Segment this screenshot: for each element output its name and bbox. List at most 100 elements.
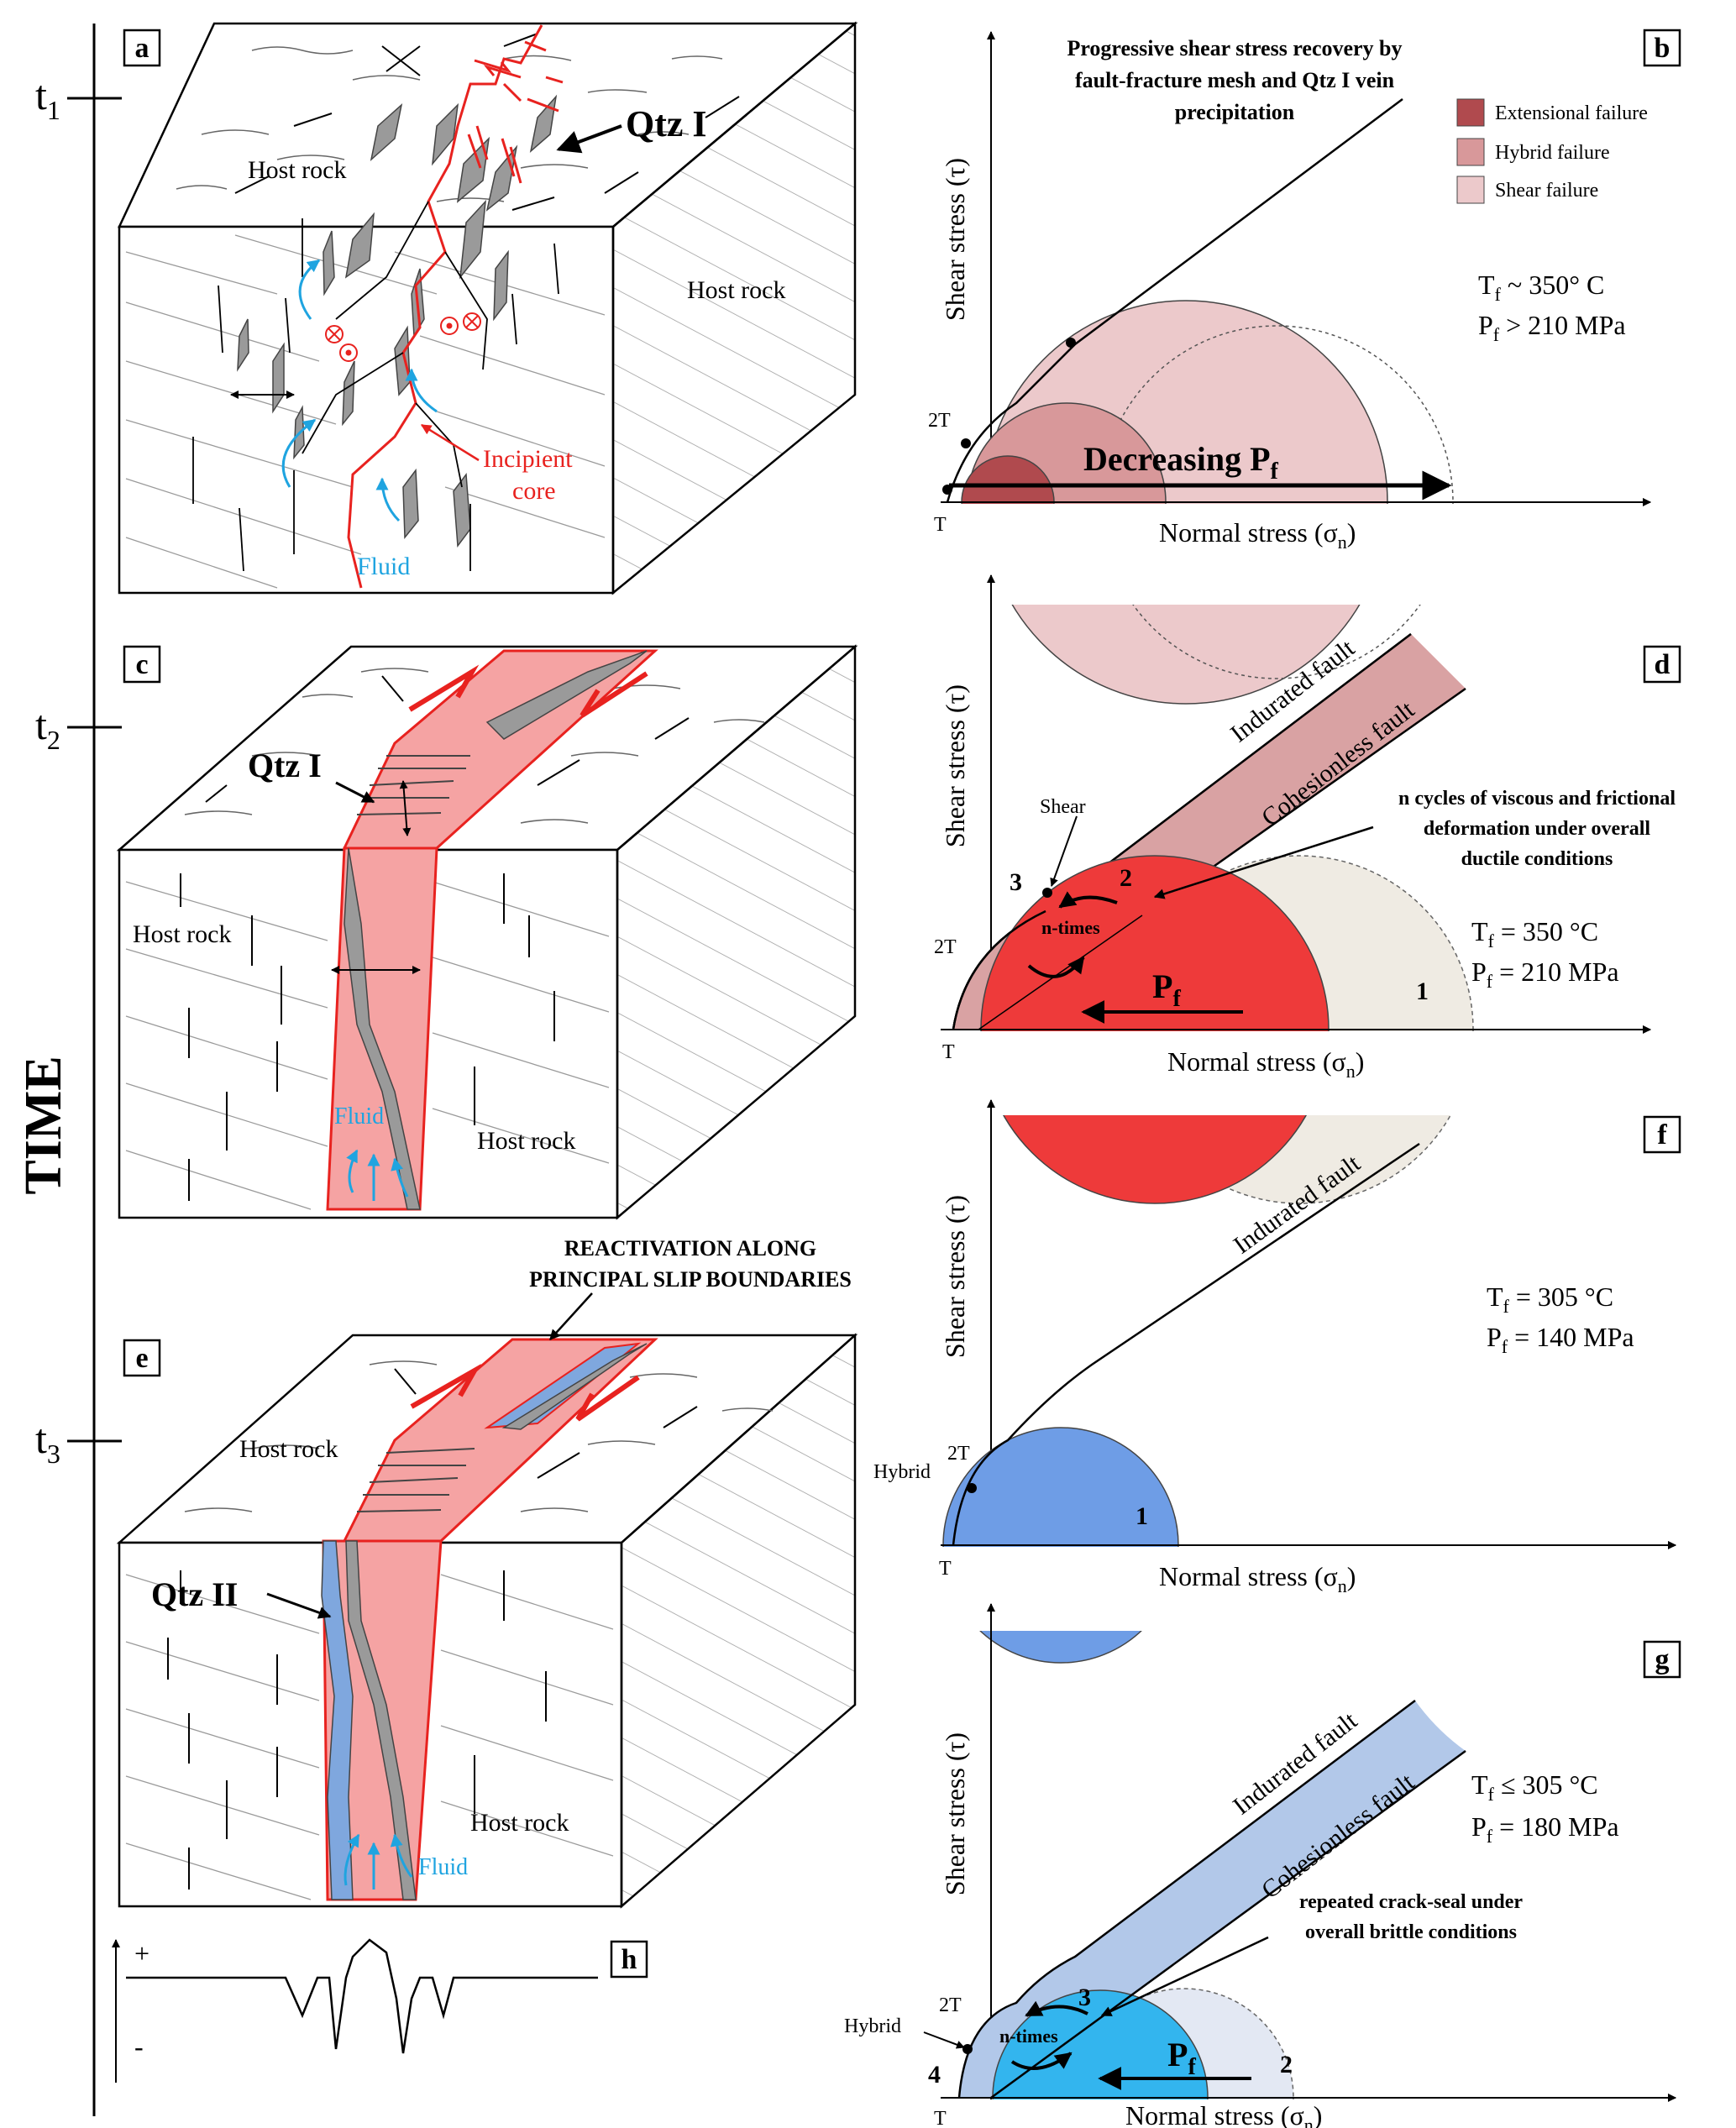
fluid-label-e: Fluid [418, 1854, 468, 1880]
panel-g-letter-box [1643, 1640, 1681, 1679]
host-rock-side-e: Host rock [470, 1809, 569, 1837]
b-decreasing-pf: Decreasing Pf [1083, 440, 1279, 485]
b-tangent-point-2 [961, 438, 971, 448]
dilation-arrow-c-top [399, 780, 412, 836]
block-c-side [616, 644, 857, 1220]
d-num-2: 2 [1120, 864, 1132, 892]
f-y-axis-label: Shear stress (τ) [940, 1195, 970, 1358]
host-rock-top-a: Host rock [248, 156, 346, 184]
d-note-arrow [1153, 826, 1374, 899]
h-plus: + [134, 1938, 149, 1968]
d-tick-t: T [942, 1041, 955, 1063]
t3-label: t3 [35, 1415, 60, 1469]
host-rock-left-c: Host rock [133, 920, 231, 948]
b-x-axis-label: Normal stress (σn) [1159, 517, 1356, 553]
g-indurated-envelope [957, 1700, 1416, 2099]
b-tangent-point-3 [1066, 338, 1076, 348]
g-n-times: n-times [999, 2026, 1058, 2047]
reactivation-label-1: REACTIVATION ALONG [564, 1236, 816, 1261]
panel-d-letter-box [1643, 645, 1681, 684]
panel-f: f Indurated fault Hybrid 1 Tf = 305 °C P… [873, 1099, 1681, 1664]
d-num-3: 3 [1010, 868, 1022, 896]
legend-label-extensional: Extensional failure [1495, 102, 1648, 124]
timeline: t1 t2 t3 TIME [15, 24, 122, 2116]
fluid-arrows-e [344, 1833, 413, 1890]
panel-c-letter-box [123, 645, 161, 684]
reactivation-arrow [549, 1292, 593, 1340]
panel-b: Decreasing Pf Progressive shear stress r… [924, 29, 1681, 705]
f-tf: Tf = 305 °C [1487, 1282, 1613, 1317]
top-fractures-e [394, 1368, 698, 1479]
top-texture-c [184, 668, 765, 824]
top-fractures-a [234, 33, 740, 211]
f-num-1: 1 [1135, 1502, 1148, 1530]
fluid-arrows-a [281, 259, 438, 522]
g-note-1: repeated crack-seal under [1299, 1891, 1524, 1913]
fluid-arrows-c [346, 1149, 409, 1201]
qtz1-vein-e [345, 1540, 417, 1900]
g-x-axis-label: Normal stress (σn) [1125, 2100, 1322, 2128]
g-cohesionless-envelope [990, 1749, 1466, 2099]
panel-a-letter: a [135, 33, 149, 64]
legend-label-hybrid: Hybrid failure [1495, 142, 1610, 164]
block-e-side [620, 1333, 857, 1909]
panel-g-letter: g [1655, 1644, 1670, 1675]
h-signal [126, 1938, 598, 2054]
b-tick-t: T [934, 514, 947, 536]
panel-f-letter: f [1657, 1119, 1667, 1150]
top-texture-a [176, 46, 723, 202]
f-hybrid-label: Hybrid [873, 1461, 931, 1483]
host-rock-side-a: Host rock [687, 276, 785, 304]
d-pf: Pf = 210 MPa [1471, 957, 1619, 992]
fluid-label-a: Fluid [357, 553, 410, 580]
circle-symbols-a [325, 312, 481, 362]
d-x-axis-label: Normal stress (σn) [1167, 1046, 1364, 1082]
top-fractures-c [205, 675, 690, 803]
fractures-e [167, 1570, 547, 1890]
top-texture-e [184, 1360, 774, 1512]
host-rock-right-c: Host rock [477, 1127, 575, 1155]
panel-b-letter: b [1655, 33, 1670, 64]
f-pf: Pf = 140 MPa [1487, 1322, 1634, 1357]
g-y-axis-label: Shear stress (τ) [940, 1732, 970, 1895]
qtz-vein-c [344, 847, 421, 1210]
panel-e-letter-box [123, 1339, 161, 1377]
g-hybrid-arrow [923, 2031, 965, 2049]
g-pf: Pf = 180 MPa [1471, 1811, 1619, 1847]
f-tick-2t: 2T [947, 1443, 970, 1465]
t2-label: t2 [35, 701, 60, 755]
shear-arrows-c [408, 664, 648, 718]
d-cycle-arrow-lower [1027, 956, 1085, 978]
g-hybrid-point [962, 2044, 973, 2054]
gray-lenses-a [237, 94, 558, 548]
qtz2-arrow [266, 1592, 332, 1619]
d-tf: Tf = 350 °C [1471, 916, 1598, 951]
d-tick-2t: 2T [934, 936, 957, 958]
panel-e: e REACTIVATION ALONG PRINCIPAL SLIP BOUN… [116, 1236, 858, 1909]
core-c-top [342, 649, 658, 850]
shear-arrows-e [410, 1363, 640, 1422]
panel-a: a Host rock Host rock Qtz I Incipient co… [118, 21, 858, 595]
block-a-front [118, 225, 615, 595]
d-shear-arrow [1050, 815, 1078, 887]
f-hybrid-point [967, 1483, 977, 1493]
g-cycle-arrow-lower [1010, 2052, 1073, 2070]
fractures-a [192, 201, 559, 572]
block-a-side [611, 21, 857, 595]
b-tick-2t: 2T [928, 410, 951, 432]
g-hybrid-label: Hybrid [844, 2015, 901, 2037]
incipient-core-label-2: core [512, 477, 556, 505]
d-point-3 [1042, 888, 1052, 898]
b-y-axis-label: Shear stress (τ) [940, 158, 970, 321]
d-note-1: n cycles of viscous and frictional [1398, 788, 1676, 810]
panel-h-letter-box [610, 1940, 648, 1979]
qtz-label-a: Qtz I [626, 103, 707, 144]
d-note-2: deformation under overall [1424, 818, 1651, 840]
d-n-times: n-times [1041, 917, 1100, 938]
panel-b-letter-box [1643, 29, 1681, 67]
qtz2-label: Qtz II [151, 1575, 238, 1613]
panel-d-letter: d [1655, 649, 1670, 680]
qtz-arrow-a [556, 124, 622, 154]
front-foliation-c [125, 881, 610, 1210]
panel-a-letter-box [123, 29, 161, 67]
